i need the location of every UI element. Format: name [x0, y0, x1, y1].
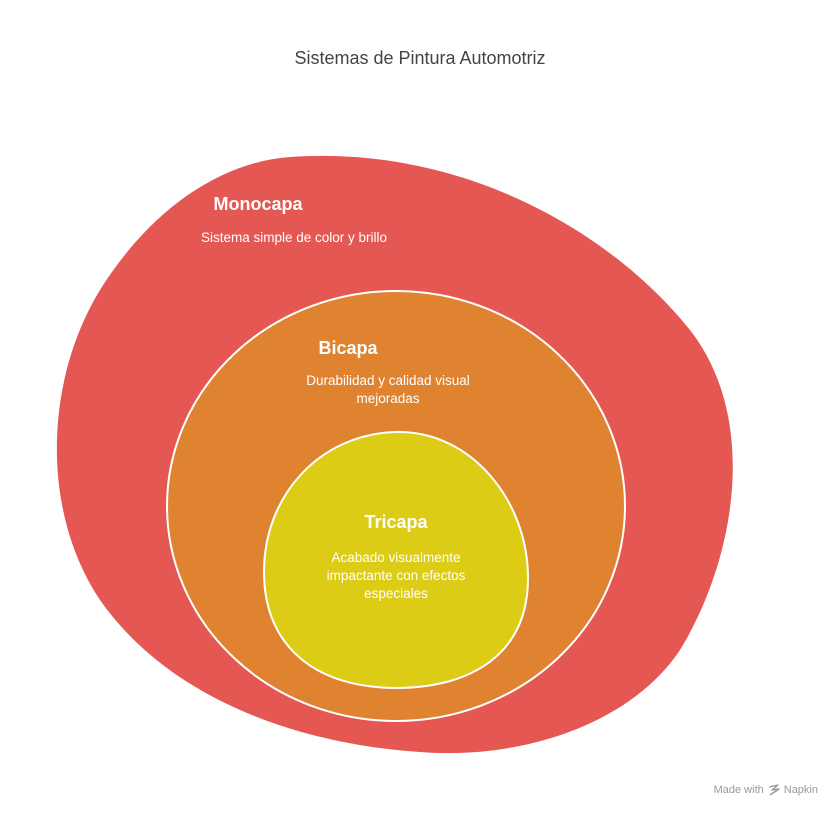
bicapa-title: Bicapa: [318, 338, 378, 358]
made-with-napkin-footer: Made with Napkin: [714, 784, 818, 796]
tricapa-shape: [262, 430, 530, 690]
napkin-logo-icon: [768, 784, 780, 796]
bicapa-description: Durabilidad y calidad visual mejoradas: [306, 373, 470, 406]
monocapa-title: Monocapa: [213, 194, 303, 214]
monocapa-description: Sistema simple de color y brillo: [200, 230, 388, 245]
napkin-brand-label: Napkin: [783, 784, 818, 796]
tricapa-description: Acabado visualmente impactante con efect…: [326, 550, 466, 601]
made-with-label: Made with: [713, 784, 764, 796]
diagram-title: Sistemas de Pintura Automotriz: [294, 48, 546, 68]
tricapa-title: Tricapa: [364, 512, 428, 532]
